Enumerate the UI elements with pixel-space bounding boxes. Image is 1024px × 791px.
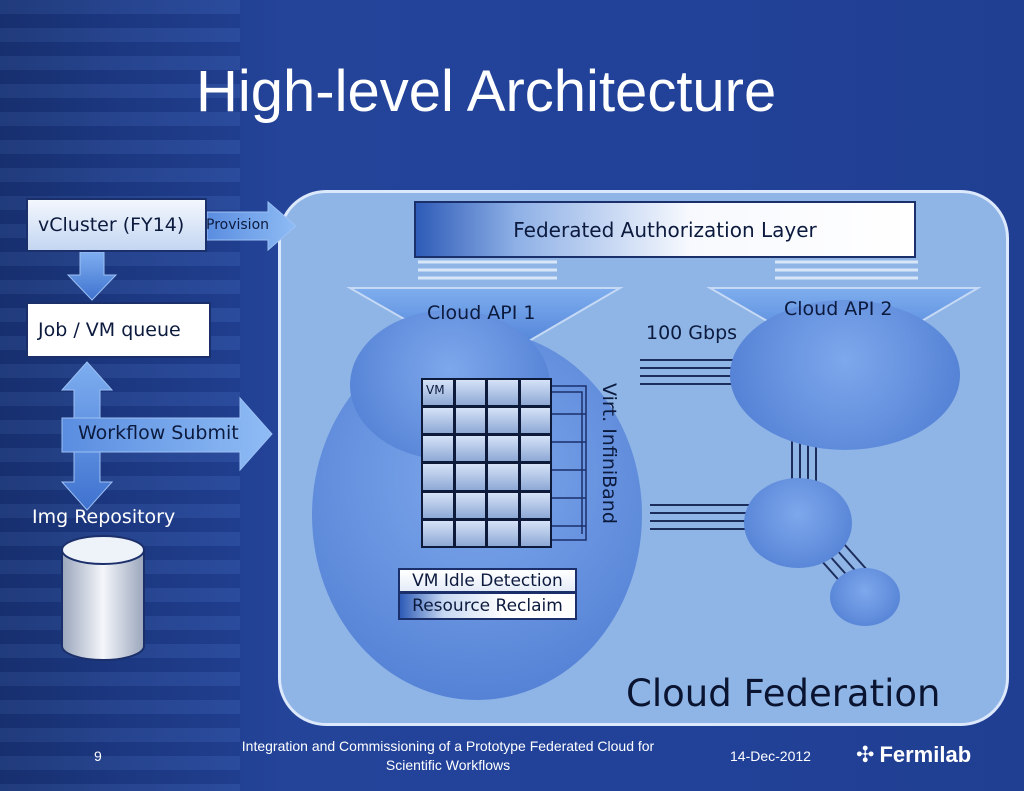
provision-label-box: Provision (206, 212, 284, 238)
workflow-submit-label: Workflow Submit (78, 422, 239, 444)
vm-cell (455, 436, 485, 462)
img-repository-label: Img Repository (32, 506, 176, 528)
vm-cell (520, 408, 550, 434)
resource-reclaim-box: Resource Reclaim (398, 592, 577, 620)
job-queue-box: Job / VM queue (26, 302, 211, 358)
vm-cell: VM (423, 380, 453, 406)
slide-title: High-level Architecture (196, 59, 777, 124)
auth-layer-box: Federated Authorization Layer (414, 201, 916, 258)
idle-detection-label: VM Idle Detection (412, 570, 563, 591)
cloud-4 (830, 568, 900, 626)
vm-cell (455, 492, 485, 518)
cloud-api-1-label: Cloud API 1 (427, 302, 536, 324)
fermilab-icon: ✣ (856, 742, 875, 768)
vm-cell (520, 380, 550, 406)
cloud-api-2-label: Cloud API 2 (784, 298, 893, 320)
job-queue-label: Job / VM queue (38, 319, 181, 341)
page-number: 9 (94, 748, 102, 764)
infiniband-links (552, 385, 587, 541)
vm-cell (520, 520, 550, 546)
vm-cell (488, 408, 518, 434)
vm-cell (455, 408, 485, 434)
infiniband-label: Virt. InfiniBand (598, 383, 620, 524)
workflow-arrow-icon (61, 396, 273, 472)
vm-cell (423, 464, 453, 490)
resource-reclaim-label: Resource Reclaim (412, 596, 563, 616)
footer-title-line1: Integration and Commissioning of a Proto… (241, 738, 655, 754)
down-arrow-icon (66, 251, 118, 301)
database-icon (61, 535, 145, 661)
fermilab-logo-text: Fermilab (879, 742, 972, 767)
provision-label: Provision (206, 217, 270, 233)
auth-layer-label: Federated Authorization Layer (513, 217, 817, 242)
footer-date: 14-Dec-2012 (730, 748, 811, 764)
fermilab-logo: ✣ Fermilab (856, 742, 971, 768)
cloud-3 (744, 478, 852, 568)
bandwidth-label: 100 Gbps (646, 322, 738, 344)
vm-cell (488, 520, 518, 546)
vm-cell (423, 492, 453, 518)
vm-cell (520, 464, 550, 490)
vm-cell (488, 464, 518, 490)
vm-label: VM (426, 383, 445, 397)
vm-cell (520, 492, 550, 518)
vm-cell (455, 520, 485, 546)
vm-cell (488, 436, 518, 462)
footer-title-line2: Scientific Workflows (385, 757, 511, 773)
vm-cell (488, 380, 518, 406)
provision-arrow-icon (206, 200, 297, 252)
vm-cell (455, 464, 485, 490)
vm-grid: VM (421, 378, 552, 548)
vcluster-label: vCluster (FY14) (38, 214, 185, 236)
vm-cell (423, 520, 453, 546)
vm-cell (423, 436, 453, 462)
cloud-federation-label: Cloud Federation (626, 672, 941, 715)
auth-connectors (418, 260, 918, 280)
vm-cell (455, 380, 485, 406)
vcluster-box: vCluster (FY14) (26, 198, 207, 252)
vm-cell (488, 492, 518, 518)
vm-cell (423, 408, 453, 434)
vm-cell (520, 436, 550, 462)
idle-detection-box: VM Idle Detection (398, 568, 577, 593)
cloud-2 (730, 300, 960, 450)
